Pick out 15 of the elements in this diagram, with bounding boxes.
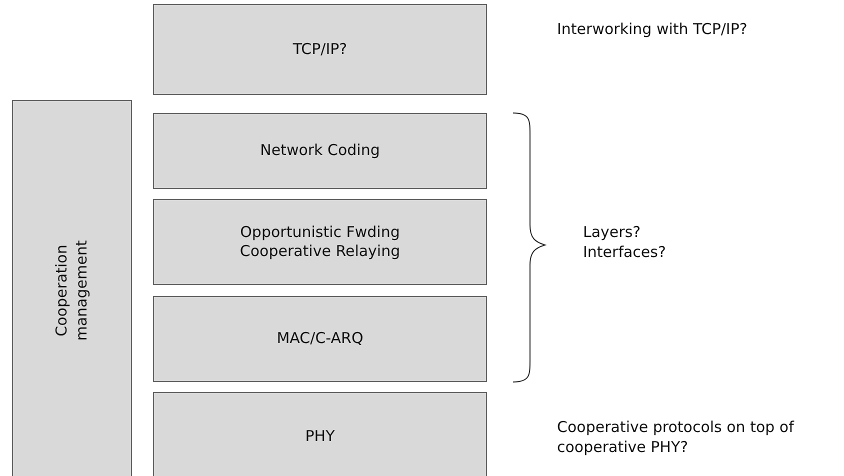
layer-box: [153, 4, 487, 95]
side-panel: [12, 100, 132, 476]
layer-label: Network Coding: [260, 141, 380, 161]
annotation-text: Layers? Interfaces?: [583, 223, 667, 262]
layer-label: Cooperation management: [52, 238, 91, 342]
layer-box: [153, 392, 487, 476]
layer-label: Opportunistic Fwding Cooperative Relaying: [238, 222, 402, 262]
annotation-text: Interworking with TCP/IP?: [557, 20, 748, 40]
layer-box: [153, 199, 487, 285]
layer-label: TCP/IP?: [292, 40, 348, 60]
annotation-text: Cooperative protocols on top of cooperative PHY?: [557, 418, 796, 457]
layer-label: MAC/C-ARQ: [276, 329, 364, 349]
layer-box: [153, 113, 487, 189]
layer-box: [153, 296, 487, 382]
layer-label: PHY: [305, 427, 335, 447]
